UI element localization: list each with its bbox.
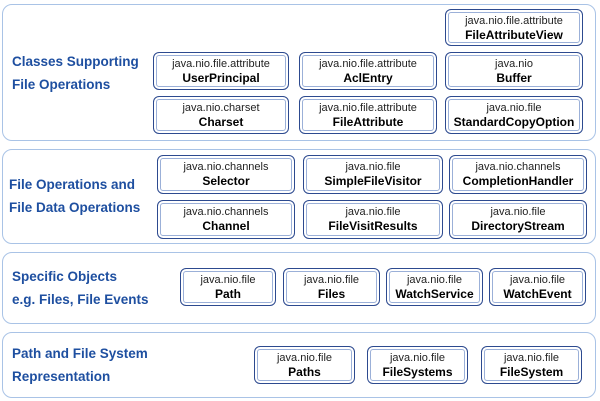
package-name: java.nio.channels — [183, 206, 269, 218]
layer-title-line: Specific Objects — [12, 269, 118, 284]
class-name: FileAttributeView — [465, 28, 563, 42]
class-box-directory-stream[interactable]: java.nio.file DirectoryStream — [449, 200, 587, 239]
package-name: java.nio.file — [406, 274, 463, 286]
class-box-paths[interactable]: java.nio.file Paths — [254, 346, 355, 384]
class-name: Buffer — [496, 71, 532, 85]
layer-title: Path and File System Representation — [12, 342, 148, 388]
layer-title: Specific Objects e.g. Files, File Events — [12, 265, 149, 311]
package-name: java.nio.file.attribute — [172, 58, 270, 70]
package-name: java.nio.file — [509, 274, 566, 286]
class-box-acl-entry[interactable]: java.nio.file.attribute AclEntry — [299, 52, 437, 90]
class-box-user-principal[interactable]: java.nio.file.attribute UserPrincipal — [153, 52, 289, 90]
package-name: java.nio.channels — [475, 161, 561, 173]
class-name: CompletionHandler — [462, 174, 574, 188]
package-name: java.nio.file.attribute — [465, 15, 563, 27]
class-box-standard-copy-option[interactable]: java.nio.file StandardCopyOption — [445, 96, 583, 134]
class-box-watch-event[interactable]: java.nio.file WatchEvent — [489, 268, 586, 306]
package-name: java.nio.file — [490, 206, 546, 218]
class-name: FileVisitResults — [328, 219, 418, 233]
package-name: java.nio.file.attribute — [319, 102, 417, 114]
class-box-buffer[interactable]: java.nio Buffer — [445, 52, 583, 90]
class-name: FileAttribute — [332, 115, 404, 129]
class-name: StandardCopyOption — [453, 115, 575, 129]
package-name: java.nio.charset — [182, 102, 260, 114]
class-box-channel[interactable]: java.nio.channels Channel — [157, 200, 295, 239]
class-name: Files — [317, 287, 346, 301]
class-name: AclEntry — [343, 71, 393, 85]
layer-title-line: File Data Operations — [9, 200, 141, 215]
package-name: java.nio.file — [503, 352, 560, 364]
class-name: Paths — [288, 365, 321, 379]
class-name: WatchService — [395, 287, 474, 301]
class-name: UserPrincipal — [182, 71, 260, 85]
class-name: SimpleFileVisitor — [324, 174, 422, 188]
class-name: WatchEvent — [503, 287, 572, 301]
package-name: java.nio — [495, 58, 533, 70]
layer-title-line: e.g. Files, File Events — [12, 292, 149, 307]
class-name: Channel — [202, 219, 250, 233]
class-box-files[interactable]: java.nio.file Files — [283, 268, 380, 306]
package-name: java.nio.file — [389, 352, 446, 364]
class-box-file-systems[interactable]: java.nio.file FileSystems — [367, 346, 468, 384]
class-box-path[interactable]: java.nio.file Path — [180, 268, 276, 306]
package-name: java.nio.file.attribute — [319, 58, 417, 70]
layer-title-line: Path and File System — [12, 346, 148, 361]
package-name: java.nio.file — [345, 206, 401, 218]
class-box-simple-file-visitor[interactable]: java.nio.file SimpleFileVisitor — [303, 155, 443, 194]
class-name: Selector — [202, 174, 250, 188]
layer-title: File Operations and File Data Operations — [9, 173, 140, 219]
class-name: DirectoryStream — [471, 219, 565, 233]
class-name: FileSystems — [382, 365, 453, 379]
package-name: java.nio.file — [276, 352, 333, 364]
package-name: java.nio.file — [345, 161, 401, 173]
class-box-file-visit-results[interactable]: java.nio.file FileVisitResults — [303, 200, 443, 239]
layer-title-line: File Operations — [12, 77, 111, 92]
layer-title-line: Classes Supporting — [12, 54, 139, 69]
class-box-file-attribute-view[interactable]: java.nio.file.attribute FileAttributeVie… — [445, 9, 583, 46]
package-name: java.nio.file — [200, 274, 256, 286]
class-name: Charset — [198, 115, 244, 129]
class-name: Path — [214, 287, 241, 301]
class-box-file-attribute[interactable]: java.nio.file.attribute FileAttribute — [299, 96, 437, 134]
class-box-file-system[interactable]: java.nio.file FileSystem — [481, 346, 582, 384]
class-box-charset[interactable]: java.nio.charset Charset — [153, 96, 289, 134]
class-name: FileSystem — [499, 365, 564, 379]
package-name: java.nio.file — [486, 102, 542, 114]
package-name: java.nio.channels — [183, 161, 269, 173]
layer-title-line: Representation — [12, 369, 111, 384]
layer-title: Classes Supporting File Operations — [12, 50, 139, 96]
class-box-watch-service[interactable]: java.nio.file WatchService — [386, 268, 483, 306]
class-box-selector[interactable]: java.nio.channels Selector — [157, 155, 295, 194]
layer-title-line: File Operations and — [9, 177, 136, 192]
package-name: java.nio.file — [303, 274, 360, 286]
class-box-completion-handler[interactable]: java.nio.channels CompletionHandler — [449, 155, 587, 194]
